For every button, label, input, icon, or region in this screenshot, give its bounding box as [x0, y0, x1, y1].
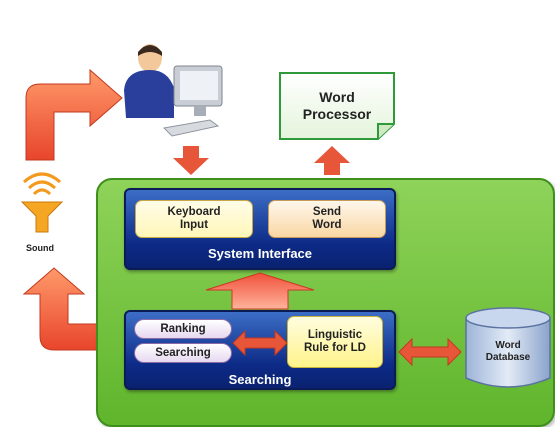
searching-pill: Searching: [134, 343, 232, 363]
keyboard-input-cell: Keyboard Input: [135, 200, 253, 238]
word-processor-document: Word Processor: [279, 72, 395, 140]
document-icon: [279, 72, 395, 140]
speaker-sound-icon: [20, 172, 64, 233]
flow-arrow-panel-to-sound: [22, 267, 101, 351]
sound-label: Sound: [26, 243, 54, 253]
bidirectional-arrow-searching-database: [398, 338, 462, 366]
send-word-cell: Send Word: [268, 200, 386, 238]
system-interface-title: System Interface: [207, 246, 313, 261]
flow-arrow-searching-to-system: [205, 272, 315, 310]
bidirectional-arrow-search-linguistic: [232, 330, 288, 356]
flow-arrow-sound-to-user: [25, 68, 123, 161]
flow-arrow-user-to-system: [173, 146, 209, 175]
searching-title: Searching: [228, 372, 292, 387]
database-cylinder-icon: [465, 307, 551, 388]
flow-arrow-system-to-word-processor: [314, 146, 350, 175]
word-processor-label: Word Processor: [302, 89, 372, 122]
user-at-computer-icon: [124, 44, 223, 137]
word-database-label: Word Database: [485, 340, 531, 363]
linguistic-rule-cell: Linguistic Rule for LD: [287, 316, 383, 368]
ranking-pill: Ranking: [134, 319, 232, 339]
